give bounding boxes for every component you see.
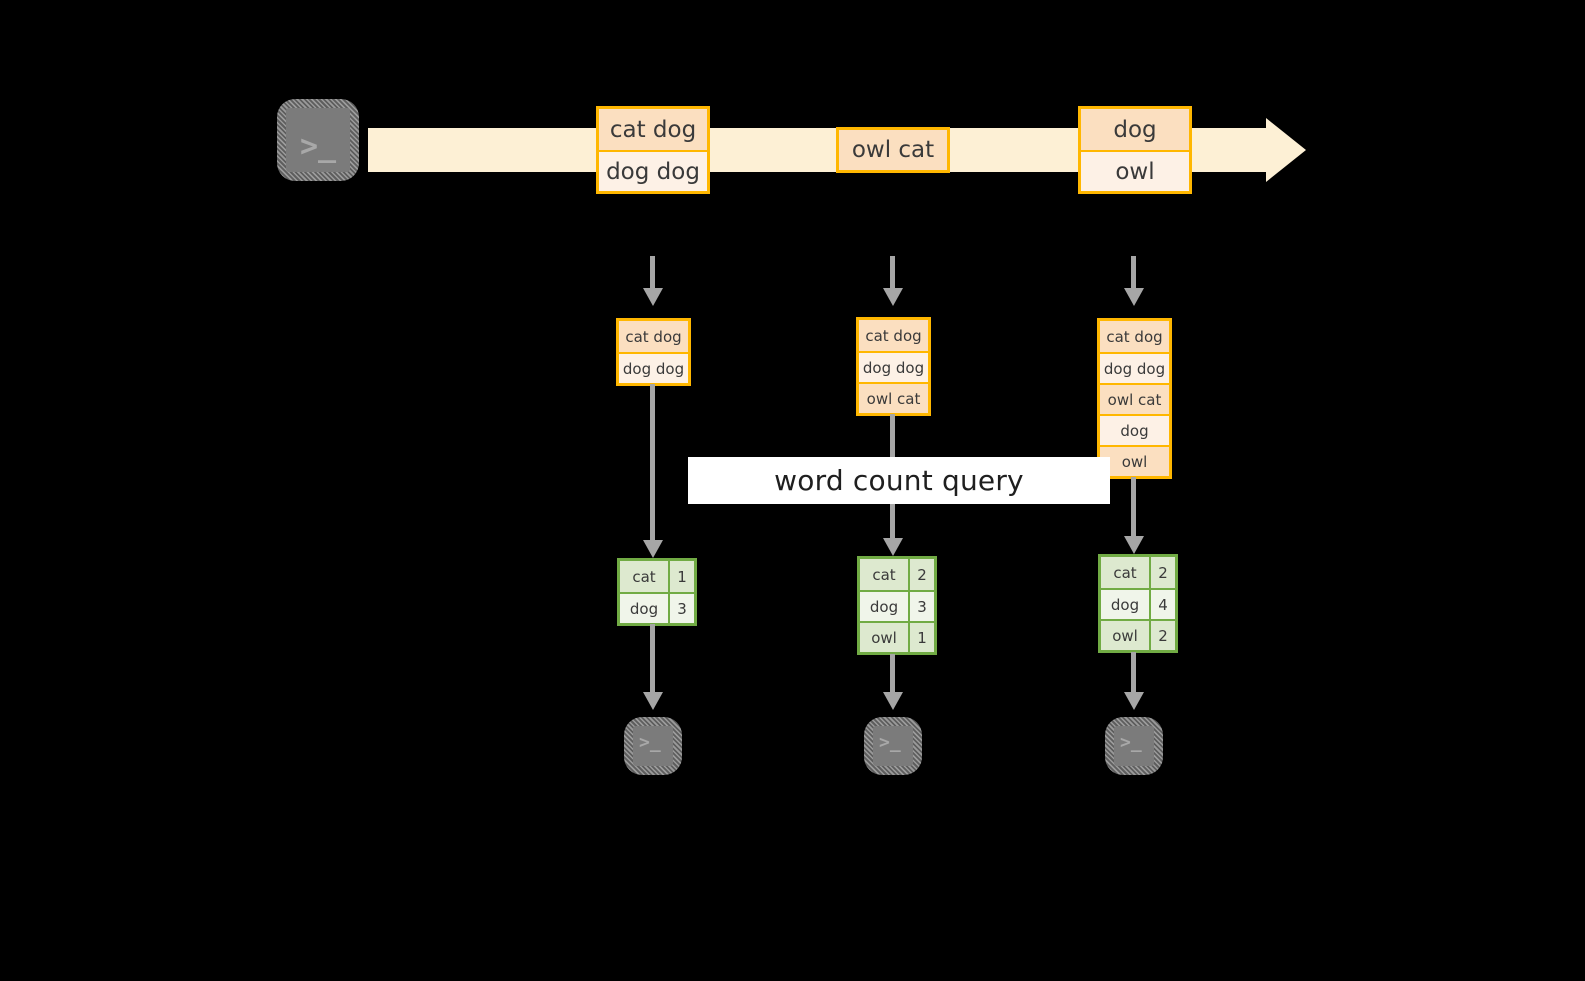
trigger-2-count-3: 1 — [908, 623, 934, 652]
stream-batch-2-line-1: owl cat — [839, 130, 947, 170]
trigger-1-word-2: dog — [620, 594, 668, 623]
trigger-1-query-connector — [650, 384, 655, 542]
terminal-body: >_ — [633, 726, 673, 766]
trigger-2-count-1: 2 — [908, 559, 934, 590]
table-row: dog 4 — [1101, 588, 1175, 619]
trigger-1-result-table: cat 1 dog 3 — [617, 558, 697, 626]
table-row: cat 2 — [860, 559, 934, 590]
table-row: owl 1 — [860, 621, 934, 652]
trigger-3-accumulated-line-5: owl — [1100, 445, 1169, 476]
trigger-3-result-table: cat 2 dog 4 owl 2 — [1098, 554, 1178, 653]
trigger-2-word-2: dog — [860, 592, 908, 621]
trigger-3-accumulated-line-1: cat dog — [1100, 321, 1169, 352]
trigger-2-result-table: cat 2 dog 3 owl 1 — [857, 556, 937, 655]
input-stream-arrow-head — [1266, 118, 1306, 182]
trigger-3-count-3: 2 — [1149, 621, 1175, 650]
trigger-3-sink-arrowhead — [1124, 692, 1144, 710]
source-terminal-icon: >_ — [277, 99, 359, 181]
trigger-1-count-2: 3 — [668, 594, 694, 623]
word-count-query-band: word count query — [688, 457, 1110, 504]
terminal-prompt-glyph: >_ — [1120, 732, 1142, 753]
trigger-2-sink-arrowhead — [883, 692, 903, 710]
trigger-2-accumulated-line-2: dog dog — [859, 351, 928, 382]
trigger-2-count-2: 3 — [908, 592, 934, 621]
trigger-3-word-3: owl — [1101, 621, 1149, 650]
trigger-3-accumulated-line-3: owl cat — [1100, 383, 1169, 414]
trigger-3-count-1: 2 — [1149, 557, 1175, 588]
stream-batch-3: dog owl — [1078, 106, 1192, 194]
trigger-2-word-1: cat — [860, 559, 908, 590]
table-row: cat 1 — [620, 561, 694, 592]
trigger-1-word-1: cat — [620, 561, 668, 592]
trigger-2-word-3: owl — [860, 623, 908, 652]
stream-batch-1-line-2: dog dog — [599, 150, 707, 191]
terminal-prompt-glyph: >_ — [639, 732, 661, 753]
trigger-1-dash-segment — [650, 256, 655, 289]
trigger-3-sink-connector — [1131, 652, 1136, 694]
trigger-1-sink-arrowhead — [643, 692, 663, 710]
table-row: dog 3 — [620, 592, 694, 623]
stream-batch-3-line-1: dog — [1081, 109, 1189, 150]
trigger-3-query-arrowhead — [1124, 536, 1144, 554]
trigger-2-dash-segment — [890, 256, 895, 289]
terminal-prompt-glyph: >_ — [300, 129, 337, 164]
terminal-prompt-glyph: >_ — [879, 732, 901, 753]
trigger-3-dash-segment — [1131, 256, 1136, 289]
trigger-2-accumulated-line-3: owl cat — [859, 382, 928, 413]
trigger-3-accumulated-line-2: dog dog — [1100, 352, 1169, 383]
trigger-1-sink-terminal-icon: >_ — [624, 717, 682, 775]
trigger-2-sink-terminal-icon: >_ — [864, 717, 922, 775]
stream-batch-3-line-2: owl — [1081, 150, 1189, 191]
trigger-2-sink-connector — [890, 654, 895, 694]
trigger-3-word-1: cat — [1101, 557, 1149, 588]
trigger-2-accumulated-line-1: cat dog — [859, 320, 928, 351]
table-row: cat 2 — [1101, 557, 1175, 588]
stream-batch-1-line-1: cat dog — [599, 109, 707, 150]
trigger-2-dash-arrowhead — [883, 288, 903, 306]
terminal-body: >_ — [1114, 726, 1154, 766]
trigger-1-accumulated-line-2: dog dog — [619, 352, 688, 383]
table-row: owl 2 — [1101, 619, 1175, 650]
terminal-body: >_ — [873, 726, 913, 766]
trigger-2-query-arrowhead — [883, 538, 903, 556]
trigger-3-accumulated-line-4: dog — [1100, 414, 1169, 445]
trigger-1-sink-connector — [650, 624, 655, 694]
trigger-1-dash-arrowhead — [643, 288, 663, 306]
trigger-2-accumulated-stack: cat dog dog dog owl cat — [856, 317, 931, 416]
query-label: word count query — [774, 464, 1024, 497]
terminal-body: >_ — [286, 108, 350, 172]
trigger-3-query-connector — [1131, 477, 1136, 540]
table-row: dog 3 — [860, 590, 934, 621]
trigger-3-word-2: dog — [1101, 590, 1149, 619]
trigger-1-accumulated-line-1: cat dog — [619, 321, 688, 352]
trigger-3-dash-arrowhead — [1124, 288, 1144, 306]
trigger-1-query-arrowhead — [643, 540, 663, 558]
stream-batch-2: owl cat — [836, 127, 950, 173]
trigger-3-count-2: 4 — [1149, 590, 1175, 619]
trigger-3-accumulated-stack: cat dog dog dog owl cat dog owl — [1097, 318, 1172, 479]
trigger-1-count-1: 1 — [668, 561, 694, 592]
trigger-3-sink-terminal-icon: >_ — [1105, 717, 1163, 775]
stream-batch-1: cat dog dog dog — [596, 106, 710, 194]
trigger-1-accumulated-stack: cat dog dog dog — [616, 318, 691, 386]
